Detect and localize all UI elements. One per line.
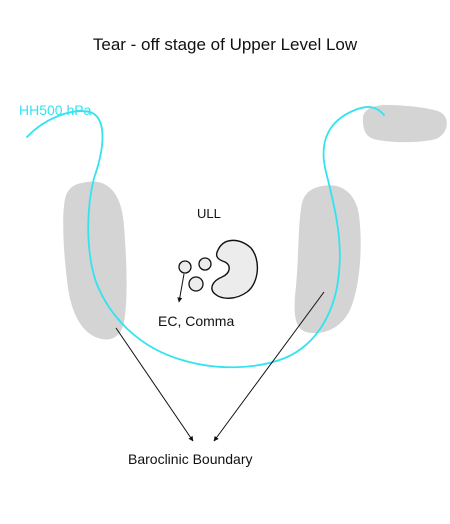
ec-circle-left [178,260,192,274]
diagram-title: Tear - off stage of Upper Level Low [92,35,358,54]
ec-circle-right [198,257,212,271]
ec-pointer-arrow [177,273,185,303]
left-boundary-pointer [115,327,194,442]
left-baroclinic-zone [63,181,127,340]
ull-label: ULL [197,206,221,221]
contour-label: HH500 hPa [19,102,92,118]
right-boundary-pointer [213,291,325,442]
upper-right-shaded-region [362,105,447,143]
ull-comma-shape [211,239,258,299]
right-baroclinic-zone [294,185,361,334]
ec-circle-bottom [188,276,204,292]
ec-comma-label: EC, Comma [158,313,235,329]
hh500-contour-line [26,106,385,369]
baroclinic-boundary-label: Baroclinic Boundary [128,451,253,467]
